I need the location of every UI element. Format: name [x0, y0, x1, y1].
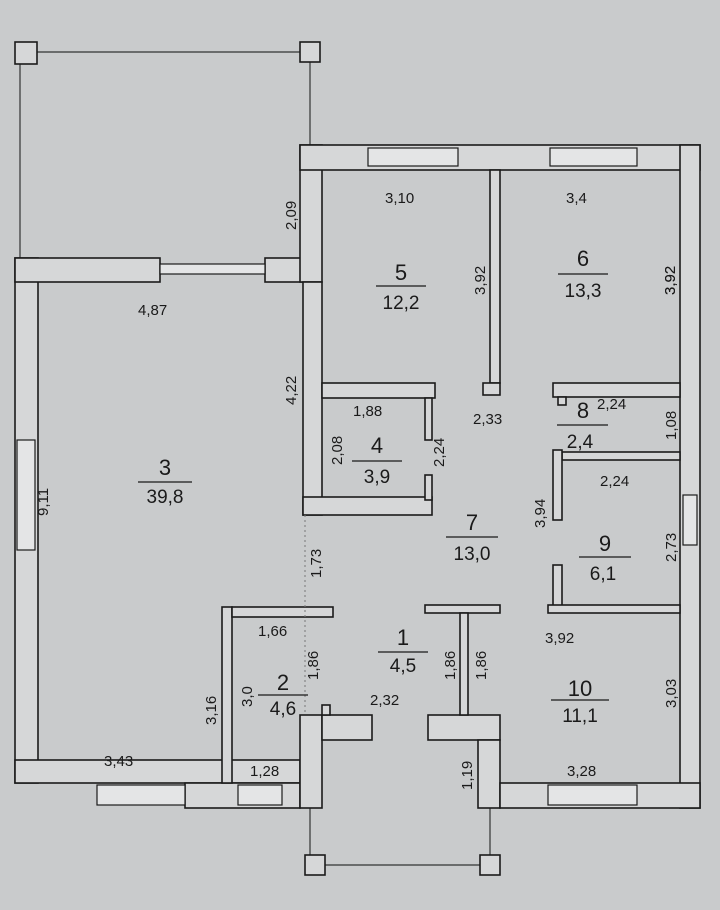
room-area: 39,8	[147, 487, 184, 508]
dimension: 3,28	[567, 763, 596, 780]
room-area: 11,1	[562, 706, 598, 727]
room-area: 2,4	[567, 432, 594, 453]
dimension: 2,32	[370, 692, 399, 709]
room-number: 3	[159, 455, 171, 480]
dimension: 3,92	[545, 630, 574, 647]
dimension: 3,43	[104, 753, 133, 770]
room-number: 10	[568, 676, 592, 701]
room-number: 9	[599, 531, 611, 556]
room-area: 6,1	[590, 564, 616, 585]
room-area: 3,9	[364, 467, 390, 488]
room-area: 13,0	[454, 544, 491, 565]
room-number: 1	[397, 625, 409, 650]
dimension: 3,03	[663, 679, 680, 708]
dimension: 1,08	[663, 411, 680, 440]
room-number: 7	[466, 510, 478, 535]
dimension: 3,0	[239, 686, 256, 707]
dimension: 2,24	[597, 396, 626, 413]
dimension: 1,73	[308, 549, 325, 578]
dimension: 3,10	[385, 190, 414, 207]
dimension: 2,33	[473, 411, 502, 428]
room-number: 6	[577, 246, 589, 271]
dimension: 3,4	[566, 190, 587, 207]
room-labels: 1 4,5 2 4,6 3 39,8 4 3,9 5 12,2 6 13,3 7…	[138, 246, 631, 727]
dimension: 2,24	[600, 473, 629, 490]
dimension: 9,11	[35, 488, 52, 516]
dimension: 1,28	[250, 763, 279, 780]
dimension: 1,88	[353, 403, 382, 420]
dimension: 3,92	[662, 266, 679, 295]
dimension: 1,86	[305, 651, 322, 680]
room-number: 4	[371, 433, 383, 458]
dimension: 1,86	[473, 651, 490, 680]
dimension: 2,08	[329, 436, 346, 465]
dimension: 3,94	[532, 499, 549, 528]
dimension: 3,92	[662, 266, 679, 295]
room-area: 4,6	[270, 699, 296, 720]
room-number: 5	[395, 260, 407, 285]
dimension: 3,92	[472, 266, 489, 295]
dimension: 4,87	[138, 302, 167, 319]
dimension-labels: 3,10 3,4 2,09 3,92 3,92 3,92 4,87 4,22 1…	[35, 190, 680, 790]
porch-outline	[19, 51, 491, 866]
windows	[16, 147, 698, 806]
room-area: 12,2	[383, 293, 420, 314]
dimension: 3,16	[203, 696, 220, 725]
room-number: 8	[577, 398, 589, 423]
dimension: 4,22	[283, 376, 300, 405]
dimension: 2,09	[283, 201, 300, 230]
room-area: 4,5	[390, 656, 416, 677]
dimension: 1,19	[459, 761, 476, 790]
columns	[14, 41, 501, 876]
dimension: 2,73	[663, 533, 680, 562]
room-number: 2	[277, 670, 289, 695]
dimension: 1,66	[258, 623, 287, 640]
dimension: 2,24	[431, 438, 448, 467]
dimension: 1,86	[442, 651, 459, 680]
room-area: 13,3	[565, 281, 602, 302]
